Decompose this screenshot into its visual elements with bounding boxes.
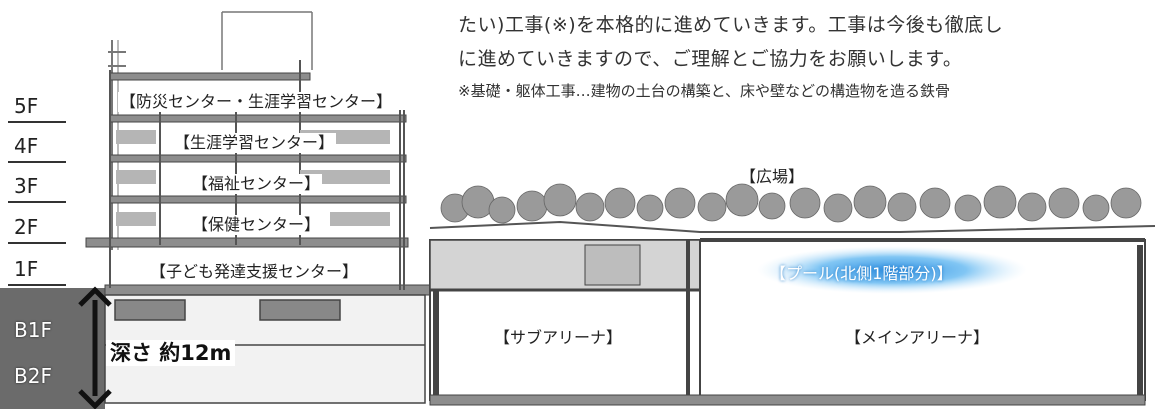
- floor-label-3f: 3F: [14, 174, 39, 198]
- room-label-pool: 【プール(北側1階部分)】: [770, 264, 953, 283]
- depth-label: 深さ 約12m: [106, 340, 236, 366]
- floor-label-1f: 1F: [14, 257, 39, 281]
- intro-line-1: たい)工事(※)を本格的に進めていきます。工事は今後も徹底し: [458, 14, 1004, 36]
- room-label-child-support-center: 【子ども発達支援センター】: [148, 262, 361, 282]
- room-label-main-arena: 【メインアリーナ】: [845, 328, 990, 347]
- floor-label-b1f: B1F: [14, 318, 52, 342]
- floor-line-4f: [8, 161, 66, 163]
- floor-line-2f: [8, 242, 66, 244]
- pool-glow: [757, 246, 1027, 294]
- room-label-plaza: 【広場】: [740, 167, 805, 186]
- floor-label-2f: 2F: [14, 215, 39, 239]
- plaza-trees: [440, 183, 1142, 224]
- depth-arrow: [78, 286, 112, 409]
- floor-line-5f: [8, 121, 66, 123]
- floor-label-b2f: B2F: [14, 364, 52, 388]
- floor-label-4f: 4F: [14, 134, 39, 158]
- intro-line-2: に進めていきますので、ご理解とご協力をお願いします。: [458, 48, 963, 70]
- room-label-welfare-center: 【福祉センター】: [190, 174, 323, 194]
- room-label-learning-center: 【生涯学習センター】: [172, 133, 337, 153]
- room-label-disaster-center: 【防災センター・生涯学習センター】: [118, 92, 395, 112]
- room-label-sub-arena: 【サブアリーナ】: [494, 328, 623, 347]
- arena-building: [429, 238, 1146, 406]
- floor-line-1f: [8, 284, 66, 286]
- plaza-ground: [429, 220, 1156, 233]
- intro-note: ※基礎・躯体工事…建物の土台の構築と、床や壁などの構造物を造る鉄骨: [458, 82, 950, 100]
- room-label-health-center: 【保健センター】: [190, 215, 323, 235]
- floor-line-3f: [8, 201, 66, 203]
- underground-area: [0, 288, 105, 409]
- floor-label-5f: 5F: [14, 94, 39, 118]
